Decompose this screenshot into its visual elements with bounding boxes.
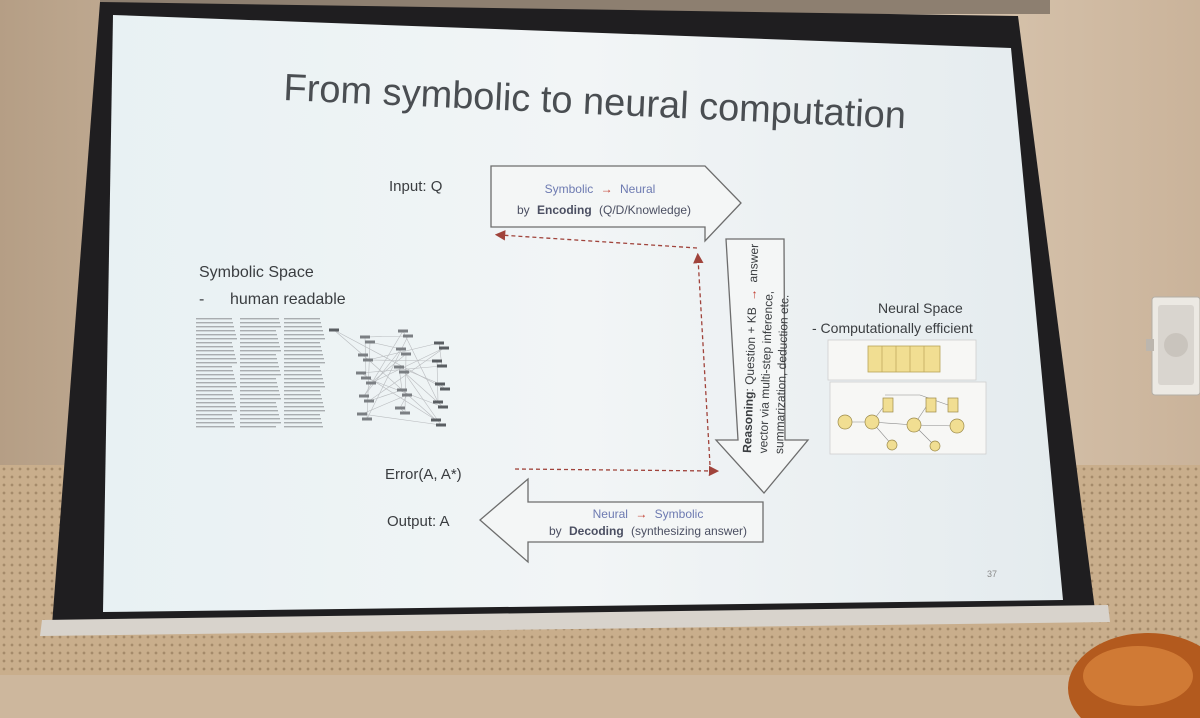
neural-network-thumbnail bbox=[827, 339, 987, 455]
page-number: 37 bbox=[987, 569, 997, 579]
svg-text:Reasoning: Question + KB: Reasoning: Question + KB → answer bbox=[740, 244, 761, 453]
wall-speaker bbox=[1146, 296, 1200, 396]
encoding-prefix: by bbox=[517, 203, 530, 217]
knowledge-graph-thumbnail bbox=[329, 328, 450, 427]
input-label: Input: Q bbox=[389, 178, 442, 195]
encoding-arrow-glyph: → bbox=[601, 182, 613, 196]
neural-space-title: Neural Space bbox=[878, 300, 963, 316]
text-document-thumbnail bbox=[196, 318, 325, 428]
encoding-bold: Encoding bbox=[537, 203, 592, 217]
encoding-to: Neural bbox=[620, 182, 655, 196]
reasoning-bold: Reasoning bbox=[740, 391, 756, 453]
symbolic-space-dash: - bbox=[199, 291, 204, 308]
reasoning-line3: summarization, deduction etc. bbox=[772, 294, 792, 454]
audience-head bbox=[1068, 633, 1200, 718]
feedback-dashed-lines bbox=[494, 230, 720, 477]
decoding-prefix: by bbox=[549, 524, 562, 538]
output-label: Output: A bbox=[387, 513, 450, 530]
error-label: Error(A, A*) bbox=[385, 466, 462, 483]
reasoning-line2: vector via multi-step inference, bbox=[756, 291, 776, 454]
svg-text:Symbolic → Neural: Symbolic → Neural bbox=[545, 182, 656, 196]
encoding-arrow: Symbolic → Neural by Encoding (Q/D/Knowl… bbox=[490, 165, 742, 243]
slide: From symbolic to neural computation Inpu… bbox=[103, 15, 1063, 612]
decoding-arrow: Neural → Symbolic by Decoding (synthesiz… bbox=[479, 477, 764, 564]
decoding-from: Neural bbox=[593, 507, 628, 521]
decoding-to: Symbolic bbox=[655, 507, 704, 521]
svg-text:Neural → Symbolic: Neural → Symbolic bbox=[593, 507, 704, 521]
symbolic-space-bullet: human readable bbox=[230, 291, 346, 308]
reasoning-end: answer bbox=[746, 244, 761, 283]
decoding-bold: Decoding bbox=[569, 524, 624, 538]
reasoning-arrow: Reasoning: Question + KB → answer vector… bbox=[714, 238, 810, 494]
reasoning-arrow-glyph: → bbox=[745, 289, 759, 301]
encoding-rest: (Q/D/Knowledge) bbox=[599, 203, 691, 217]
svg-text:by Encoding (Q/D/K: by Encoding (Q/D/Knowledge) bbox=[517, 203, 691, 217]
slide-surface bbox=[103, 15, 1063, 612]
svg-text:by Decoding (synth: by Decoding (synthesizing answer) bbox=[549, 524, 747, 538]
neural-space-bullet: - Computationally efficient bbox=[812, 320, 973, 336]
encoding-from: Symbolic bbox=[545, 182, 594, 196]
decoding-rest: (synthesizing answer) bbox=[631, 524, 747, 538]
decoding-arrow-glyph: → bbox=[635, 507, 647, 521]
symbolic-space-title: Symbolic Space bbox=[199, 264, 314, 281]
reasoning-rest: : Question + KB bbox=[742, 307, 759, 392]
